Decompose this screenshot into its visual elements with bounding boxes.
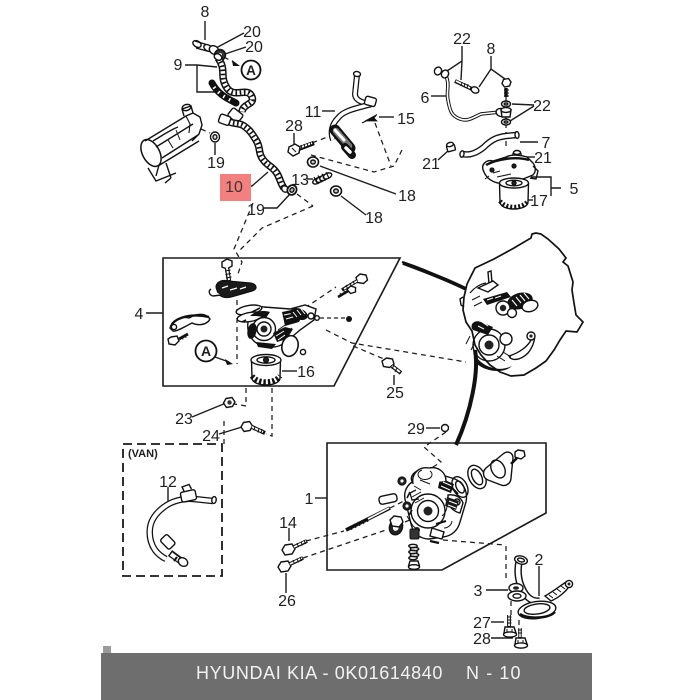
svg-text:10: 10 xyxy=(225,179,243,196)
svg-text:21: 21 xyxy=(534,150,552,167)
svg-text:16: 16 xyxy=(297,364,315,381)
svg-text:HYUNDAI KIA - 0K01614840: HYUNDAI KIA - 0K01614840 xyxy=(196,663,443,683)
svg-text:24: 24 xyxy=(202,428,220,445)
svg-text:18: 18 xyxy=(398,188,416,205)
svg-text:21: 21 xyxy=(422,156,440,173)
svg-text:12: 12 xyxy=(159,474,177,491)
svg-text:6: 6 xyxy=(421,90,430,107)
svg-text:26: 26 xyxy=(278,593,296,610)
svg-text:A: A xyxy=(246,63,256,78)
svg-text:8: 8 xyxy=(201,4,210,21)
svg-text:11: 11 xyxy=(305,104,322,121)
svg-text:2: 2 xyxy=(535,552,544,569)
svg-text:14: 14 xyxy=(279,515,297,532)
svg-text:4: 4 xyxy=(135,306,144,323)
svg-text:A: A xyxy=(201,343,211,359)
svg-text:25: 25 xyxy=(386,385,404,402)
svg-text:3: 3 xyxy=(474,583,483,600)
svg-text:22: 22 xyxy=(453,31,471,48)
svg-text:7: 7 xyxy=(542,135,551,152)
svg-text:8: 8 xyxy=(487,41,496,58)
svg-text:N - 10: N - 10 xyxy=(466,663,522,683)
svg-text:9: 9 xyxy=(174,57,183,74)
svg-text:13: 13 xyxy=(291,172,309,189)
svg-text:5: 5 xyxy=(570,181,579,198)
svg-text:20: 20 xyxy=(245,39,263,56)
svg-text:18: 18 xyxy=(365,210,383,227)
svg-text:20: 20 xyxy=(243,24,261,41)
svg-text:29: 29 xyxy=(407,421,425,438)
svg-text:19: 19 xyxy=(207,155,225,172)
svg-text:15: 15 xyxy=(397,111,415,128)
svg-text:(VAN): (VAN) xyxy=(128,448,158,460)
svg-text:28: 28 xyxy=(473,631,491,648)
svg-text:22: 22 xyxy=(533,98,551,115)
svg-text:19: 19 xyxy=(247,202,265,219)
svg-text:23: 23 xyxy=(175,411,193,428)
svg-text:17: 17 xyxy=(530,193,548,210)
svg-text:27: 27 xyxy=(473,615,491,632)
svg-text:1: 1 xyxy=(305,491,314,508)
svg-text:28: 28 xyxy=(285,118,303,135)
